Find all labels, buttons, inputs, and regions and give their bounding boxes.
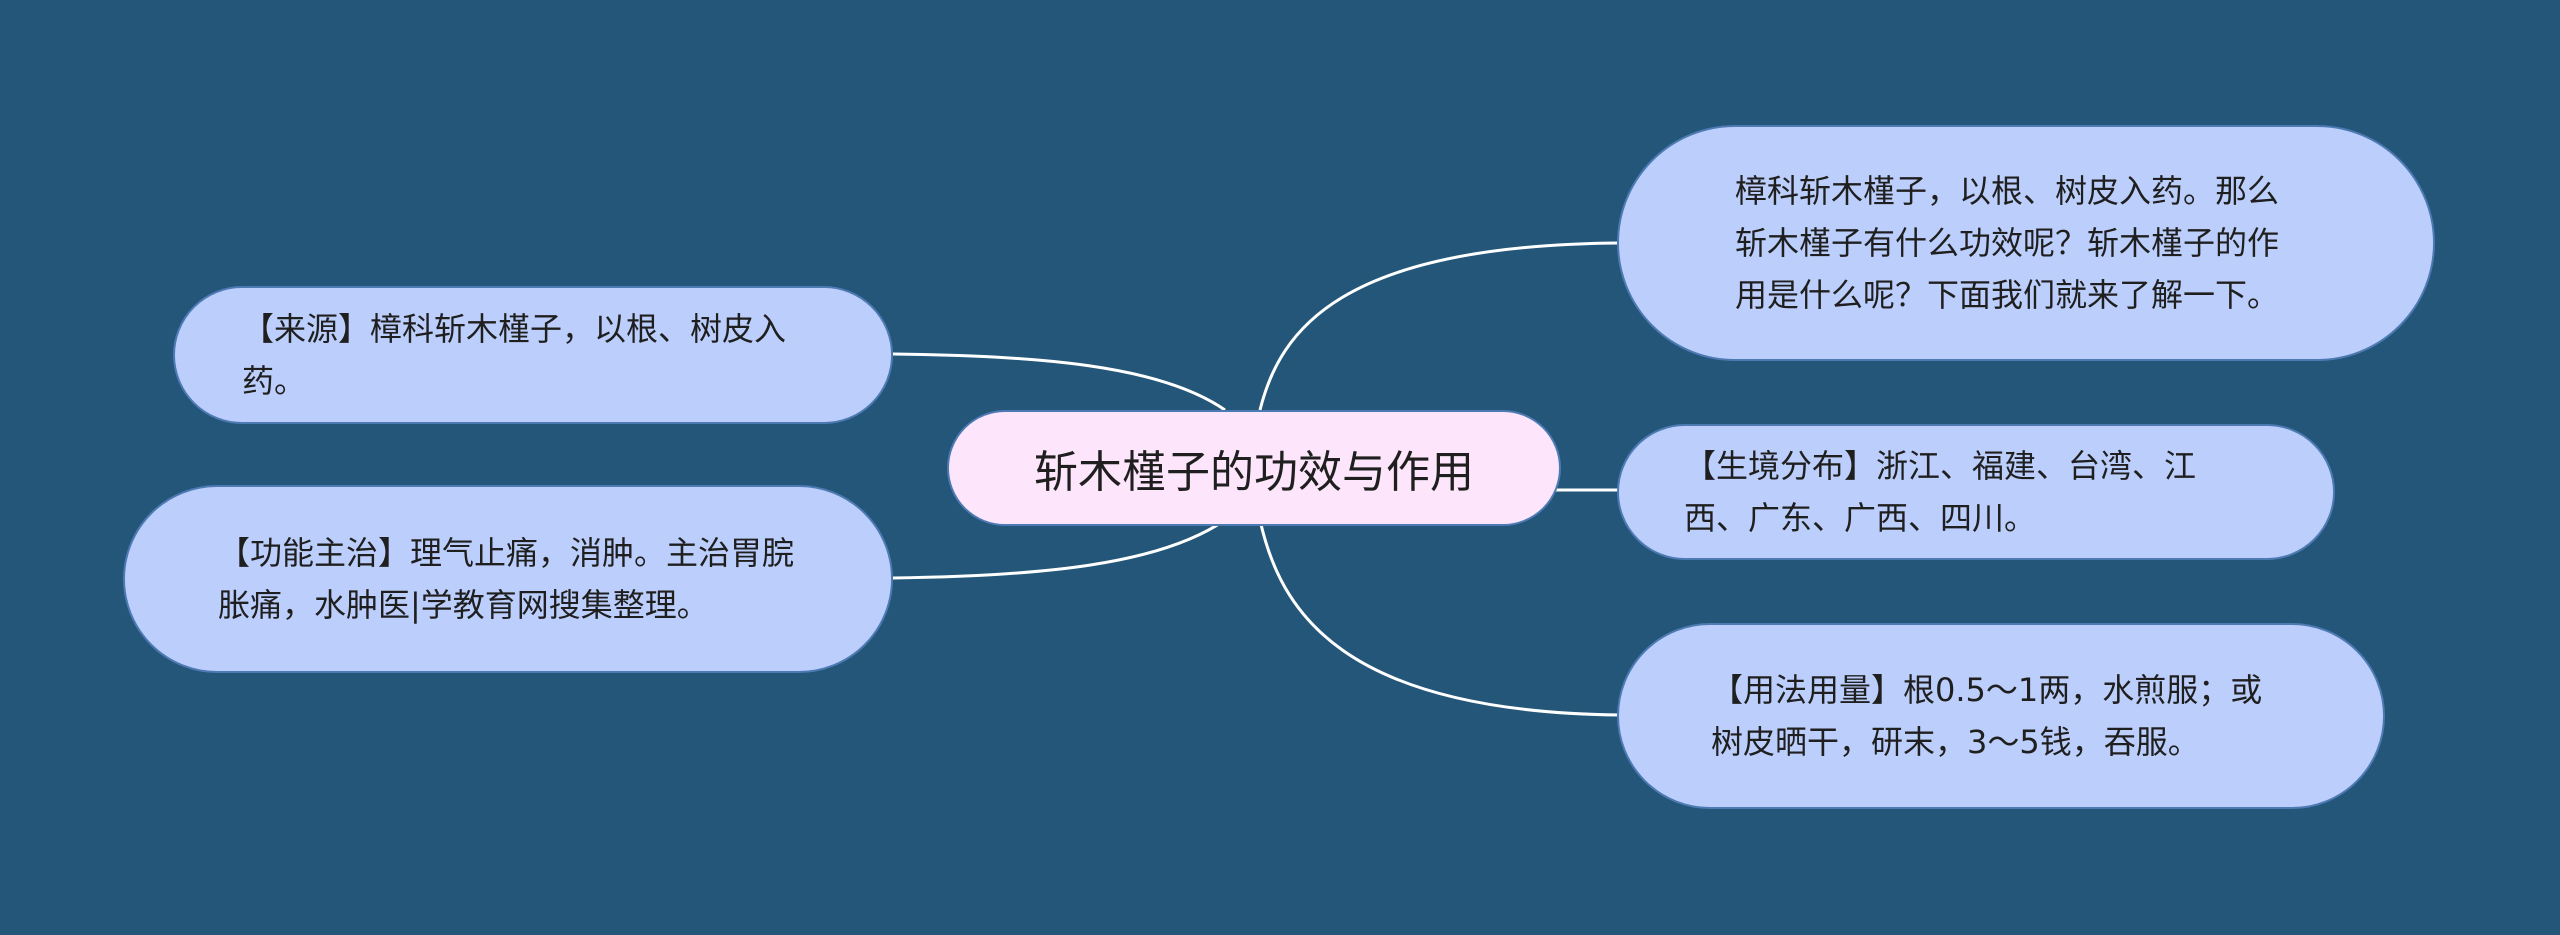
connector-center-to-source xyxy=(892,352,1226,412)
branch-node-habitat[interactable]: 【生境分布】浙江、福建、台湾、江西、广东、广西、四川。 xyxy=(1617,424,2335,560)
branch-node-function[interactable]: 【功能主治】理气止痛，消肿。主治胃脘胀痛，水肿医|学教育网搜集整理。 xyxy=(123,485,893,673)
branch-node-intro[interactable]: 樟科斩木槿子，以根、树皮入药。那么斩木槿子有什么功效呢？斩木槿子的作用是什么呢？… xyxy=(1617,125,2435,361)
center-topic[interactable]: 斩木槿子的功效与作用 xyxy=(947,410,1561,526)
branch-node-usage[interactable]: 【用法用量】根0.5～1两，水煎服；或树皮晒干，研末，3～5钱，吞服。 xyxy=(1617,623,2385,809)
branch-node-intro-text: 樟科斩木槿子，以根、树皮入药。那么斩木槿子有什么功效呢？斩木槿子的作用是什么呢？… xyxy=(1735,172,2280,314)
branch-node-function-text: 【功能主治】理气止痛，消肿。主治胃脘胀痛，水肿医|学教育网搜集整理。 xyxy=(218,534,795,624)
connector-center-to-intro xyxy=(1258,241,1621,411)
branch-node-habitat-text: 【生境分布】浙江、福建、台湾、江西、广东、广西、四川。 xyxy=(1684,447,2197,537)
center-topic-label: 斩木槿子的功效与作用 xyxy=(1034,447,1474,498)
branch-node-source-text: 【来源】樟科斩木槿子，以根、树皮入药。 xyxy=(242,310,787,400)
connector-center-to-function xyxy=(892,518,1226,580)
connector-center-to-usage xyxy=(1258,519,1621,717)
branch-node-source[interactable]: 【来源】樟科斩木槿子，以根、树皮入药。 xyxy=(173,286,893,424)
branch-node-usage-text: 【用法用量】根0.5～1两，水煎服；或树皮晒干，研末，3～5钱，吞服。 xyxy=(1711,671,2263,761)
